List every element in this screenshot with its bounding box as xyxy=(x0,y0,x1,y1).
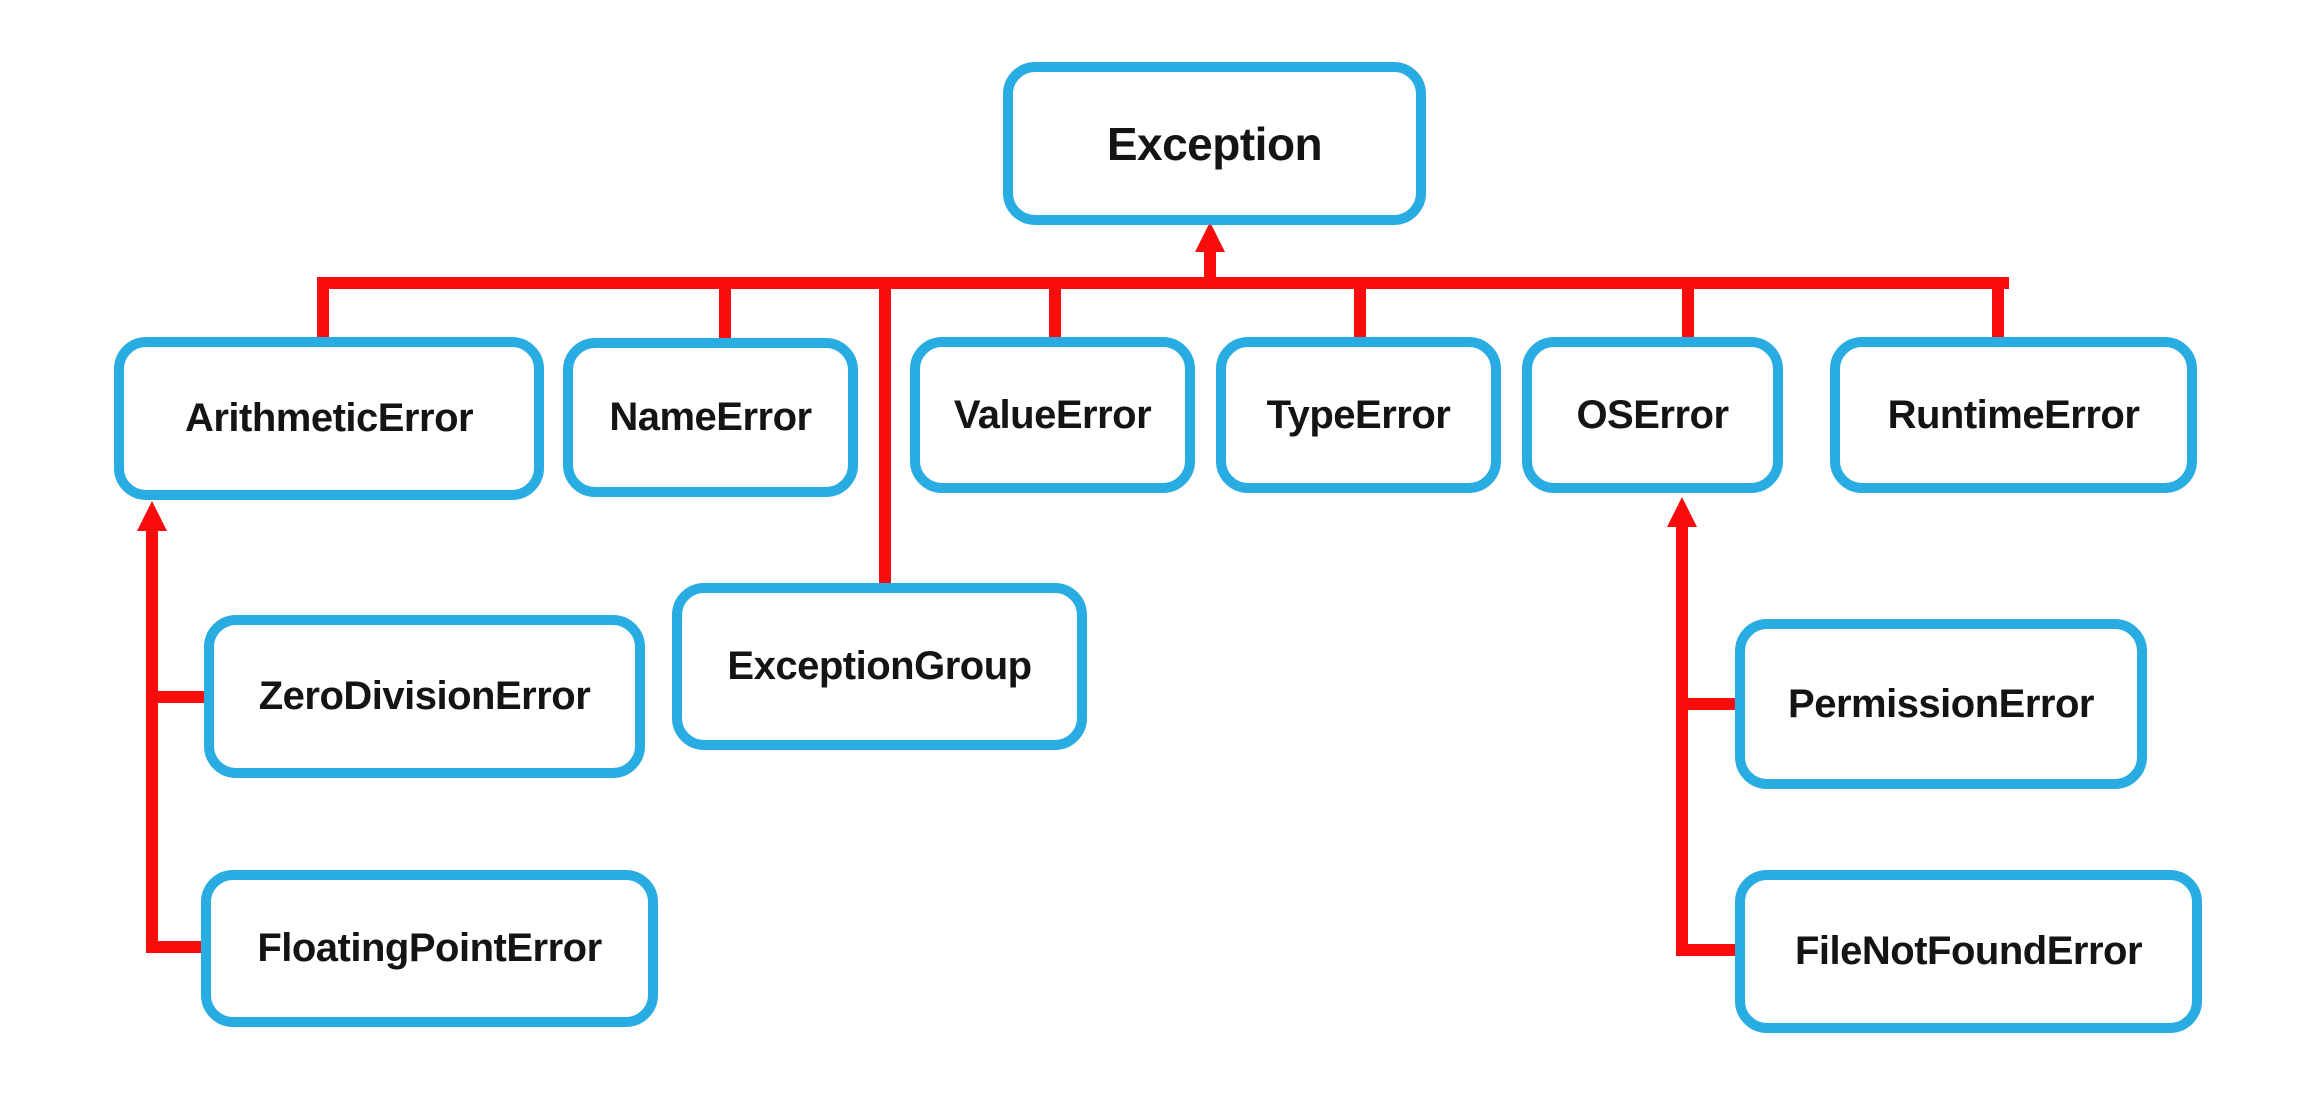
node-arithmetic-error: ArithmeticError xyxy=(114,337,544,500)
edge-drop-type-error xyxy=(1354,283,1366,342)
edge-elbow-file-not-found-error xyxy=(1676,944,1740,956)
node-type-error: TypeError xyxy=(1216,337,1501,493)
node-os-error: OSError xyxy=(1522,337,1783,493)
edge-os-children-shaft xyxy=(1676,523,1688,956)
node-value-error: ValueError xyxy=(910,337,1195,493)
node-exception: Exception xyxy=(1003,62,1426,225)
node-floating-point-error: FloatingPointError xyxy=(201,870,658,1027)
edge-stub-permission-error xyxy=(1676,698,1740,710)
edge-elbow-floating-point-error xyxy=(146,941,208,953)
edge-drop-exception-group xyxy=(879,283,891,588)
edge-drop-arithmetic-error xyxy=(317,277,329,342)
node-zero-division-error: ZeroDivisionError xyxy=(204,615,645,778)
edge-drop-os-error xyxy=(1682,283,1694,342)
edge-drop-runtime-error xyxy=(1992,277,2004,344)
edge-arithmetic-children-shaft xyxy=(146,527,158,953)
arrow-up-to-os-error-icon xyxy=(1667,497,1697,527)
node-name-error: NameError xyxy=(563,338,858,497)
edge-stub-zero-division-error xyxy=(146,691,208,703)
edge-exception-children-bus xyxy=(317,277,2009,289)
node-runtime-error: RuntimeError xyxy=(1830,337,2197,493)
node-file-not-found-error: FileNotFoundError xyxy=(1735,870,2202,1033)
edge-drop-value-error xyxy=(1049,283,1061,342)
node-permission-error: PermissionError xyxy=(1735,619,2147,789)
arrow-up-to-arithmetic-error-icon xyxy=(137,501,167,531)
edge-shaft-to-exception xyxy=(1204,248,1216,286)
arrow-up-to-exception-icon xyxy=(1195,222,1225,252)
edge-drop-name-error xyxy=(719,283,731,343)
node-exception-group: ExceptionGroup xyxy=(672,583,1087,750)
